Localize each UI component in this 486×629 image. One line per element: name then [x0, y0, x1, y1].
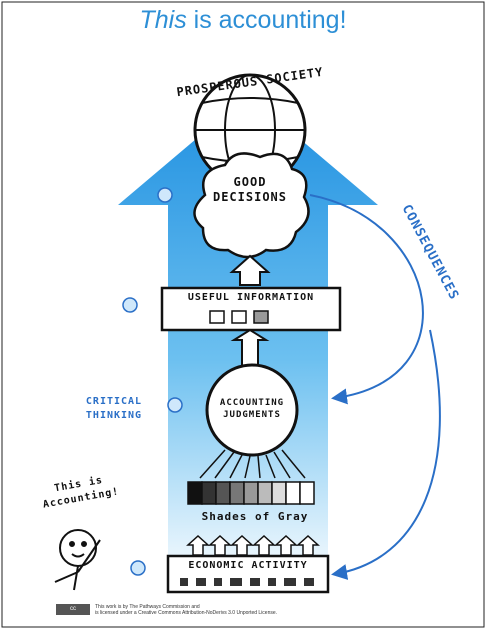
- page-title: This is accounting!: [0, 6, 486, 35]
- title-emphasis: This: [139, 6, 187, 34]
- judgments-circle: [205, 363, 299, 457]
- good-decisions-label: GOOD DECISIONS: [212, 175, 288, 204]
- small-up-arrows: [186, 534, 320, 556]
- cc-license-badge[interactable]: cc: [56, 604, 90, 615]
- critical-thinking-label: CRITICAL THINKING: [85, 396, 143, 421]
- accounting-judgments-label: ACCOUNTING JUDGMENTS: [219, 398, 285, 420]
- economic-activity-box: [166, 554, 330, 594]
- stick-figure: [54, 529, 101, 591]
- decisions-cloud: [193, 152, 310, 259]
- shades-of-gray-label: Shades of Gray: [201, 510, 309, 523]
- shades-of-gray-bar: [187, 481, 315, 505]
- converging-lines: [199, 449, 306, 479]
- footer-line-1: This work is by The Pathways Commission …: [95, 604, 200, 610]
- consequences-curve: [309, 194, 424, 405]
- lightbulb-icon: [122, 187, 183, 576]
- up-arrow-1: [229, 254, 271, 286]
- license-footer: This work is by The Pathways Commission …: [95, 604, 405, 616]
- useful-information-label: USEFUL INFORMATION: [187, 292, 315, 303]
- activity-icons: [180, 578, 314, 586]
- footer-line-2: is licensed under a Creative Commons Att…: [95, 610, 278, 616]
- title-rest: is accounting!: [186, 6, 347, 34]
- economic-activity-label: ECONOMIC ACTIVITY: [188, 560, 308, 571]
